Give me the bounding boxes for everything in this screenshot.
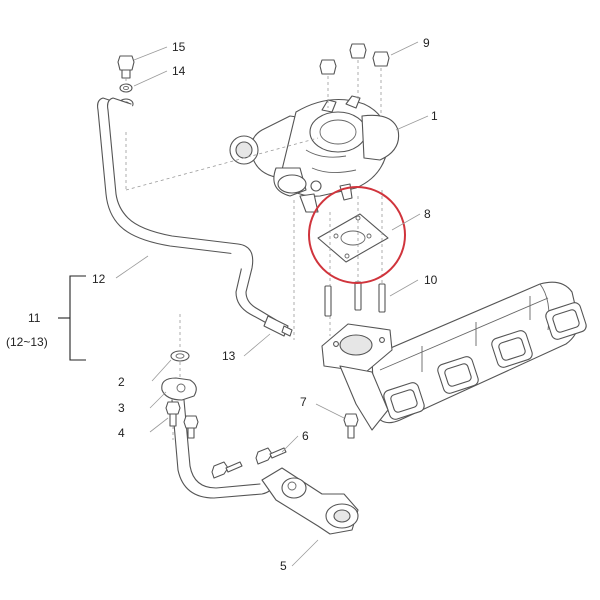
callout-10: 10: [424, 273, 438, 287]
callout-5: 5: [280, 559, 287, 573]
callout-9: 9: [423, 36, 430, 50]
oil-return-pipe: [161, 350, 359, 535]
callout-11: 11: [28, 311, 41, 325]
callout-6: 6: [302, 429, 309, 443]
exhaust-manifold: [371, 281, 587, 424]
callout-7: 7: [300, 395, 307, 409]
bolts: [165, 401, 359, 479]
callout-11-range: (12~13): [6, 335, 48, 349]
callout-leaders: [115, 41, 429, 567]
callout-1: 1: [431, 109, 438, 123]
highlight-circle-gasket: [308, 186, 406, 284]
callout-2: 2: [118, 375, 125, 389]
callout-12: 12: [92, 272, 106, 286]
turbo-mounting-flange: [321, 323, 393, 431]
callout-3: 3: [118, 401, 125, 415]
assembly-lines: [125, 60, 383, 440]
turbocharger: [229, 95, 400, 213]
studs: [324, 281, 386, 317]
oil-feed-pipe: [97, 97, 293, 337]
callout-15: 15: [172, 40, 186, 54]
callout-8: 8: [424, 207, 431, 221]
turbo-gasket: [317, 213, 389, 263]
nuts: [319, 43, 390, 75]
callout-13: 13: [222, 349, 236, 363]
callout-4: 4: [118, 426, 125, 440]
callout-14: 14: [172, 64, 186, 78]
callout-labels: 15 14 9 1 8 10 12 11 (12~13) 13 2 3 4 6 …: [6, 36, 438, 573]
group-bracket: [69, 275, 86, 361]
